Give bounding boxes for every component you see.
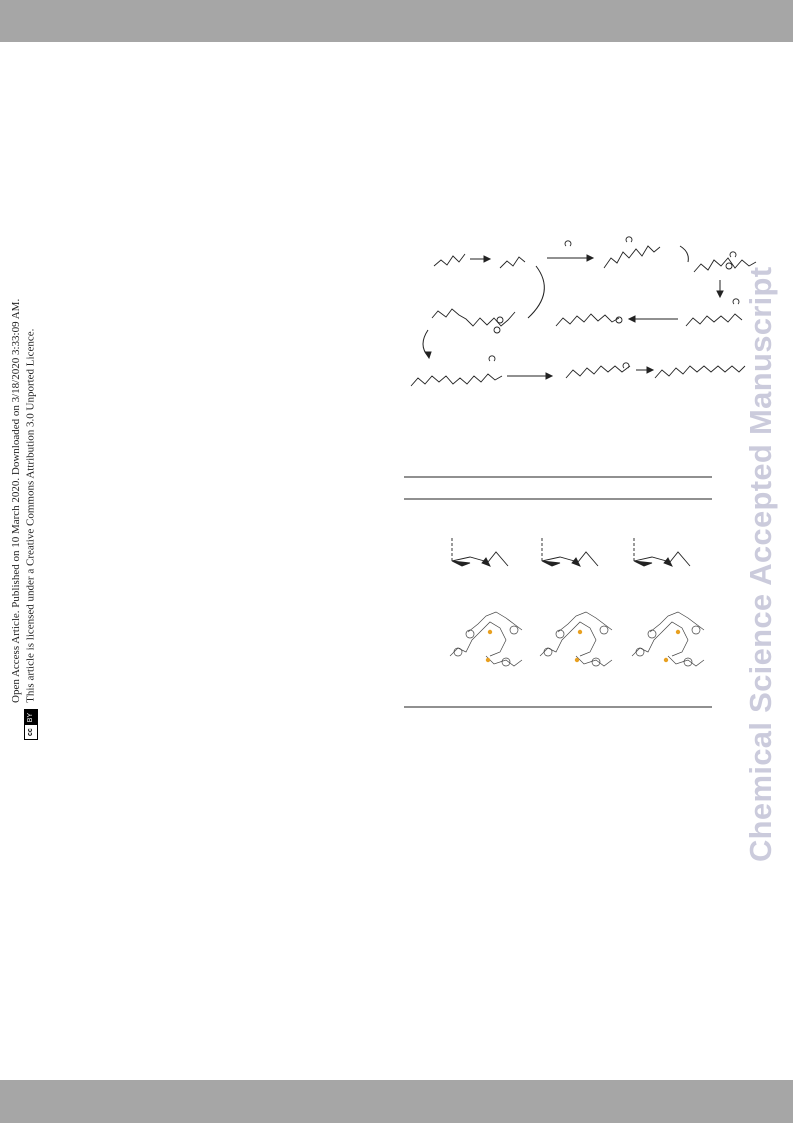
oligomer-fragment bbox=[693, 257, 757, 273]
oligomer-fragment bbox=[431, 308, 516, 327]
bottom-gray-band bbox=[0, 1080, 793, 1123]
oligomer-fragment bbox=[555, 313, 620, 327]
crystal-structure-1 bbox=[449, 611, 523, 667]
conformation-sketch-2 bbox=[541, 538, 599, 567]
top-gray-band bbox=[0, 0, 793, 42]
oligomer-fragment bbox=[565, 365, 631, 379]
oligomer-fragment bbox=[410, 373, 503, 387]
conformation-sketch-3 bbox=[633, 538, 691, 567]
oligomer-fragment bbox=[499, 256, 526, 269]
crystal-structure-3 bbox=[631, 611, 705, 667]
oligomer-fragment bbox=[603, 245, 661, 269]
oligomer-fragment bbox=[654, 365, 746, 379]
oligomer-fragment bbox=[433, 253, 466, 267]
highlighted-atoms bbox=[485, 629, 681, 663]
conformation-sketch-1 bbox=[451, 538, 509, 567]
crystal-structure-2 bbox=[539, 611, 613, 667]
oligomer-fragment bbox=[685, 313, 743, 327]
